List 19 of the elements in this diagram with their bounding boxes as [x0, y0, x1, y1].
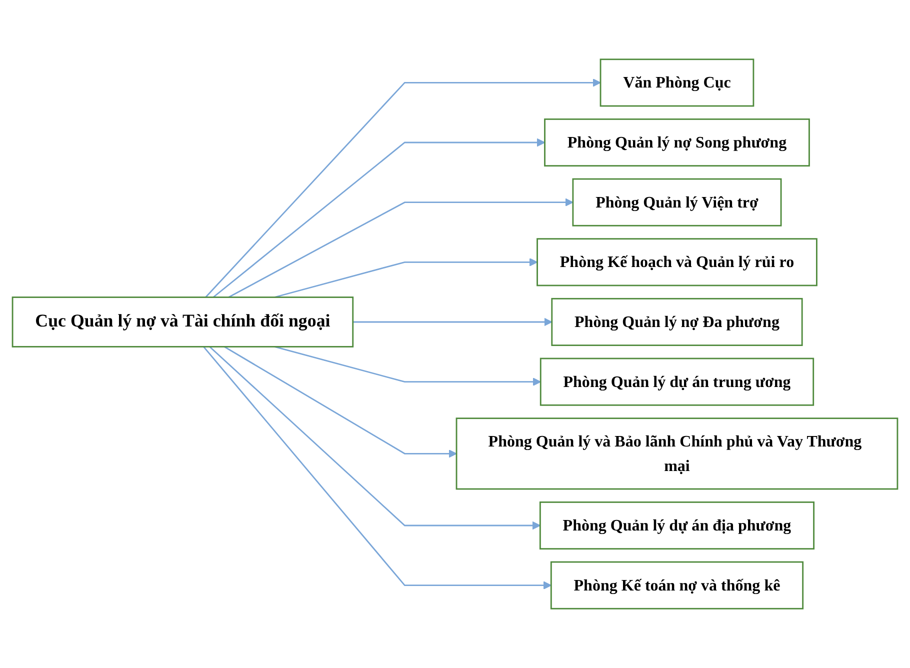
node-box: Phòng Quản lý dự án địa phương [539, 501, 815, 550]
arrow [224, 346, 457, 458]
arrow [203, 346, 552, 590]
node-box: Cục Quản lý nợ và Tài chính đối ngoại [12, 296, 354, 348]
arrow [205, 78, 601, 298]
node-box: Phòng Quản lý và Bảo lãnh Chính phủ và Vay Thương mại [456, 418, 898, 490]
arrow [228, 198, 574, 298]
node-box: Phòng Quản lý dự án trung ương [540, 358, 814, 406]
node-box: Phòng Kế hoạch và Quản lý rủi ro [536, 238, 818, 286]
node-box: Phòng Kế toán nợ và thống kê [550, 561, 804, 610]
node-box: Phòng Quản lý nợ Song phương [544, 118, 810, 167]
arrow [274, 258, 538, 298]
arrow [274, 346, 541, 386]
arrow [352, 318, 552, 326]
arrow [209, 346, 541, 530]
node-box: Văn Phòng Cục [600, 58, 754, 107]
node-box: Phòng Quản lý nợ Đa phương [551, 298, 803, 346]
node-box: Phòng Quản lý Viện trợ [572, 178, 782, 226]
arrow [212, 138, 546, 298]
